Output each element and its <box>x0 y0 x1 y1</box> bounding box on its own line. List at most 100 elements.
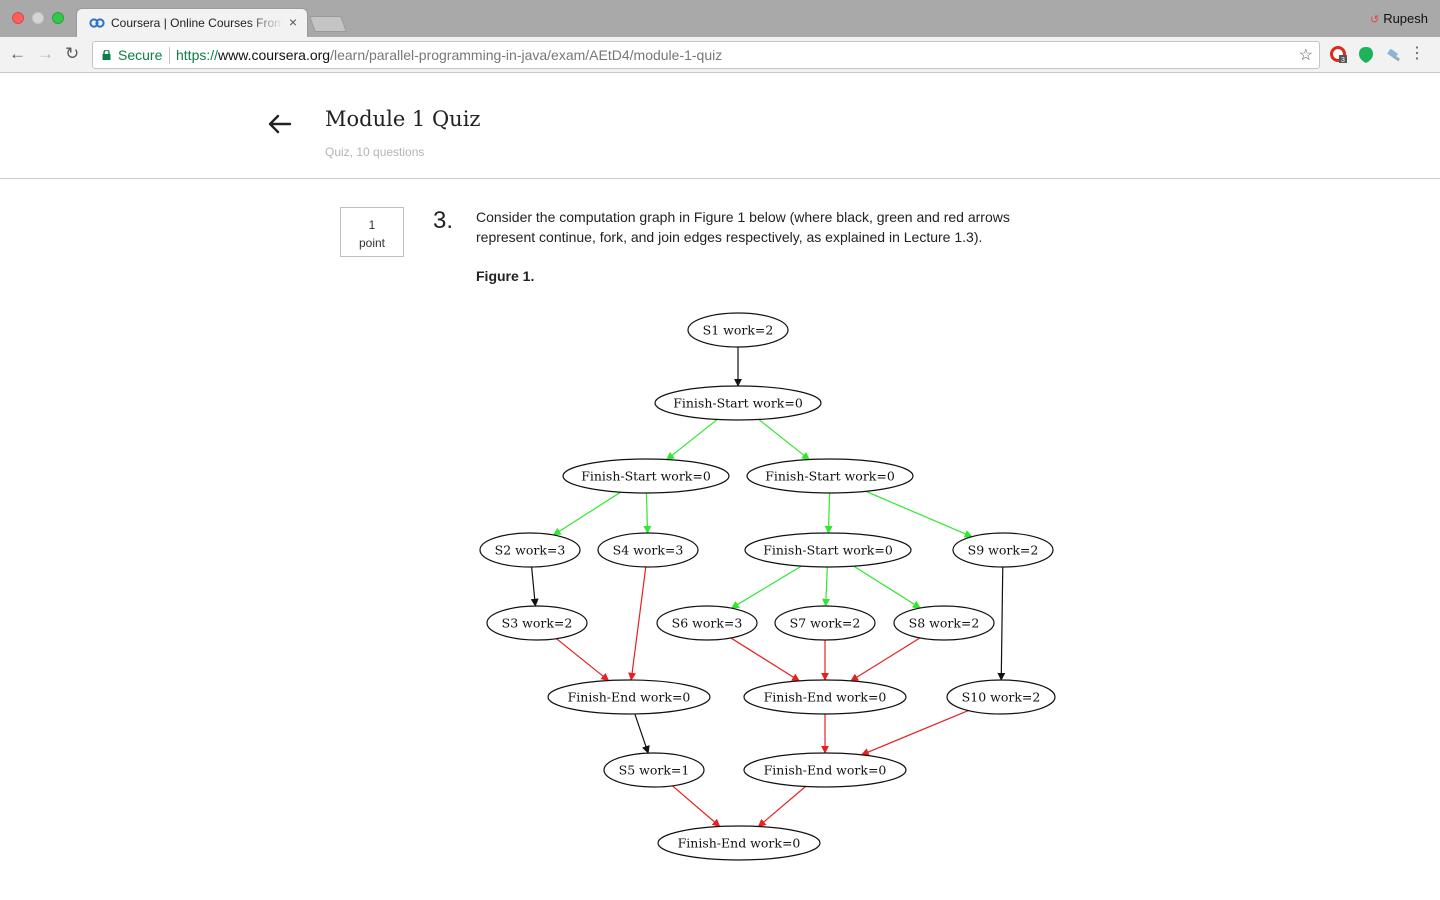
back-nav-icon[interactable]: ← <box>9 44 26 63</box>
graph-node-ellipse <box>654 385 822 421</box>
minimize-window-button[interactable] <box>32 12 44 24</box>
graph-edge-join <box>757 786 806 828</box>
points-box: 1 point <box>340 207 404 257</box>
address-bar[interactable]: Secure https://www.coursera.org/learn/pa… <box>92 41 1320 69</box>
graph-edge-join <box>850 637 921 682</box>
graph-node-ellipse <box>562 458 730 494</box>
graph-edge-continue <box>530 566 539 607</box>
graph-node-fs1: Finish-Start work=0 <box>654 385 822 421</box>
graph-node-label: Finish-Start work=0 <box>581 469 711 484</box>
graph-node-label: Finish-End work=0 <box>764 763 887 778</box>
graph-node-ellipse <box>656 605 758 641</box>
graph-edge-fork <box>730 565 802 609</box>
graph-edges <box>530 347 1006 828</box>
graph-node-fs2: Finish-Start work=0 <box>562 458 730 494</box>
bookmark-star-icon[interactable]: ☆ <box>1298 47 1313 64</box>
question-text: Consider the computation graph in Figure… <box>476 209 1010 245</box>
graph-edge-join <box>860 709 969 756</box>
graph-node-ellipse <box>687 312 789 348</box>
graph-node-label: S7 work=2 <box>790 616 861 631</box>
graph-edge-fork <box>666 418 718 461</box>
reload-icon[interactable]: ↻ <box>65 44 80 63</box>
graph-node-ellipse <box>603 752 705 788</box>
graph-node-s5: S5 work=1 <box>603 752 705 788</box>
browser-tab-coursera[interactable]: Coursera | Online Courses From Top Unive… <box>76 8 308 37</box>
graph-node-s1: S1 work=2 <box>687 312 789 348</box>
extension-satellite-icon[interactable] <box>1385 46 1403 64</box>
quiz-subtitle: Quiz, 10 questions <box>325 145 425 159</box>
tab-title: Coursera | Online Courses From Top Unive… <box>111 16 283 30</box>
graph-node-fs3: Finish-Start work=0 <box>746 458 914 494</box>
graph-node-label: Finish-End work=0 <box>568 690 691 705</box>
graph-node-fe1: Finish-End work=0 <box>547 679 711 715</box>
page-title: Module 1 Quiz <box>325 107 481 131</box>
question-number: 3. <box>433 207 454 234</box>
figure-label: Figure 1. <box>476 268 535 284</box>
profile-button[interactable]: ↺Rupesh <box>1370 11 1428 26</box>
svg-text:3: 3 <box>1341 57 1345 64</box>
points-value: 1 <box>368 218 376 232</box>
graph-edge-join <box>556 638 610 682</box>
graph-node-fe4: Finish-End work=0 <box>657 825 821 861</box>
lock-icon <box>102 50 111 60</box>
extension-green-icon[interactable] <box>1357 46 1375 64</box>
graph-node-label: S6 work=3 <box>672 616 743 631</box>
profile-name: Rupesh <box>1383 11 1428 26</box>
graph-node-ellipse <box>486 605 588 641</box>
graph-node-label: S1 work=2 <box>703 323 774 338</box>
graph-edge-fork <box>758 418 810 461</box>
forward-nav-icon[interactable]: → <box>37 44 54 63</box>
graph-edge-fork <box>643 492 652 534</box>
close-window-button[interactable] <box>12 12 24 24</box>
browser-menu-icon[interactable]: ⋮ <box>1409 45 1425 62</box>
browser-titlebar: Coursera | Online Courses From Top Unive… <box>0 0 1440 37</box>
graph-node-s8: S8 work=2 <box>893 605 995 641</box>
graph-node-label: S10 work=2 <box>962 690 1041 705</box>
new-tab-button[interactable] <box>309 16 347 32</box>
back-arrow-icon[interactable] <box>266 113 292 135</box>
graph-node-label: S8 work=2 <box>909 616 980 631</box>
graph-edge-fork <box>824 492 833 534</box>
profile-avatar-icon: ↺ <box>1369 14 1380 26</box>
graph-node-label: S5 work=1 <box>619 763 690 778</box>
graph-node-ellipse <box>743 679 907 715</box>
graph-node-label: Finish-End work=0 <box>764 690 887 705</box>
graph-node-ellipse <box>597 532 699 568</box>
graph-node-label: Finish-Start work=0 <box>763 543 893 558</box>
graph-node-ellipse <box>744 532 912 568</box>
graph-node-ellipse <box>479 532 581 568</box>
graph-node-ellipse <box>946 679 1056 715</box>
graph-node-label: S4 work=3 <box>613 543 684 558</box>
points-label: point <box>358 236 386 250</box>
graph-node-label: Finish-Start work=0 <box>765 469 895 484</box>
graph-node-label: S2 work=3 <box>495 543 566 558</box>
graph-node-s2: S2 work=3 <box>479 532 581 568</box>
extension-red-icon[interactable]: 3 <box>1330 46 1348 64</box>
quiz-header: Module 1 Quiz Quiz, 10 questions <box>0 73 1440 179</box>
graph-edge-fork <box>853 565 921 609</box>
graph-node-s7: S7 work=2 <box>774 605 876 641</box>
secure-label: Secure <box>118 47 163 63</box>
graph-edge-continue <box>997 566 1006 681</box>
graph-edge-join <box>730 637 800 682</box>
fullscreen-window-button[interactable] <box>52 12 64 24</box>
graph-node-ellipse <box>746 458 914 494</box>
graph-node-label: Finish-End work=0 <box>678 836 801 851</box>
graph-node-ellipse <box>774 605 876 641</box>
graph-node-s10: S10 work=2 <box>946 679 1056 715</box>
url-text: https://www.coursera.org/learn/parallel-… <box>176 47 723 63</box>
graph-node-label: S3 work=2 <box>502 616 573 631</box>
coursera-logo-icon <box>89 18 105 28</box>
graph-node-fs4: Finish-Start work=0 <box>744 532 912 568</box>
graph-node-ellipse <box>952 532 1054 568</box>
browser-toolbar: ← → ↻ Secure https://www.coursera.org/le… <box>0 37 1440 73</box>
graph-edge-continue <box>634 713 650 754</box>
close-tab-icon[interactable]: × <box>288 14 297 30</box>
graph-edge-fork <box>821 566 830 607</box>
graph-node-ellipse <box>743 752 907 788</box>
graph-edge-fork <box>552 491 621 536</box>
graph-node-fe3: Finish-End work=0 <box>743 752 907 788</box>
graph-node-s4: S4 work=3 <box>597 532 699 568</box>
